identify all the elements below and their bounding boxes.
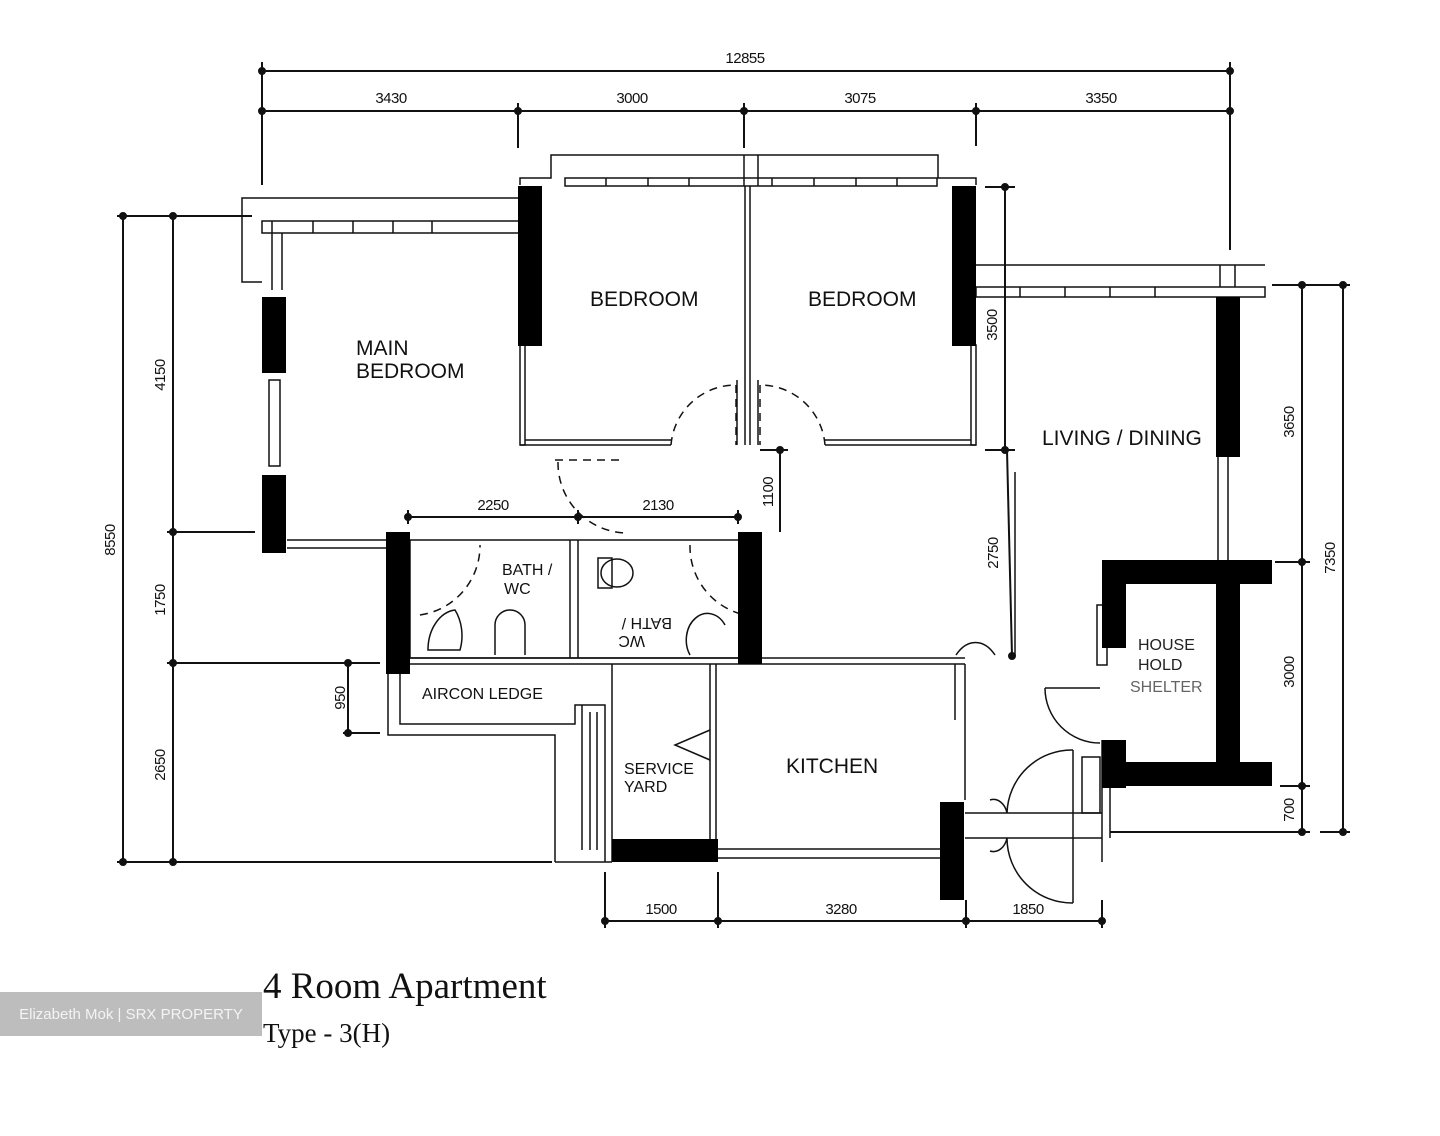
room-label-shelter-1: HOUSE: [1138, 637, 1195, 654]
room-label-bath-wc-1-line2: WC: [504, 581, 531, 598]
dim-corridor: 1100: [760, 477, 777, 507]
room-label-shelter-3: SHELTER: [1130, 679, 1203, 696]
left-dimension-lines: [117, 212, 552, 866]
room-label-aircon-ledge: AIRCON LEDGE: [422, 686, 543, 703]
room-label-main-bedroom-1: MAIN: [356, 337, 409, 360]
dim-top-seg-1: 3430: [375, 90, 407, 107]
dim-living-lower: 2750: [985, 537, 1002, 569]
dim-right-seg-1: 3650: [1281, 406, 1298, 438]
room-label-kitchen: KITCHEN: [786, 755, 878, 778]
room-label-bath-wc-2-line2: WC: [618, 632, 645, 649]
room-label-bedroom-1: BEDROOM: [590, 288, 699, 311]
dim-aircon-ledge-depth: 950: [332, 686, 349, 710]
room-label-living-dining: LIVING / DINING: [1042, 427, 1202, 450]
bottom-dimension-lines: [601, 872, 1106, 928]
watermark-banner: Elizabeth Mok | SRX PROPERTY: [0, 992, 262, 1036]
structural-walls: [262, 186, 1272, 900]
plan-title: 4 Room Apartment: [263, 966, 547, 1007]
dim-right-seg-2: 3000: [1281, 656, 1298, 688]
watermark-text: Elizabeth Mok | SRX PROPERTY: [19, 1005, 243, 1023]
dim-top-seg-4: 3350: [1085, 90, 1117, 107]
room-label-bedroom-2: BEDROOM: [808, 288, 917, 311]
dim-bedroom-depth: 3500: [984, 309, 1001, 341]
room-label-shelter-2: HOLD: [1138, 657, 1182, 674]
room-label-service-yard-1: SERVICE: [624, 761, 694, 778]
dim-top-total: 12855: [725, 50, 764, 67]
room-label-bath-wc-1-line1: BATH /: [502, 562, 553, 579]
right-dimension-lines: [1110, 281, 1350, 836]
dim-bottom-seg-1: 1500: [645, 901, 677, 918]
dim-right-total: 7350: [1322, 542, 1339, 574]
dim-right-seg-3: 700: [1281, 798, 1298, 822]
dim-bottom-seg-2: 3280: [825, 901, 857, 918]
door-swings: [419, 384, 1101, 904]
room-label-main-bedroom-2: BEDROOM: [356, 360, 465, 383]
dim-bath-width-2: 2130: [642, 497, 674, 514]
dim-top-seg-3: 3075: [844, 90, 876, 107]
dim-bath-width-1: 2250: [477, 497, 509, 514]
dim-top-seg-2: 3000: [616, 90, 648, 107]
dim-left-seg-1: 4150: [152, 359, 169, 391]
dim-left-total: 8550: [102, 524, 119, 556]
dim-left-seg-3: 2650: [152, 749, 169, 781]
top-dimension-lines: [258, 62, 1234, 250]
inner-dimension-lines: [404, 183, 1016, 660]
dim-left-seg-2: 1750: [152, 584, 169, 616]
dim-bottom-seg-3: 1850: [1012, 901, 1044, 918]
room-label-service-yard-2: YARD: [624, 779, 667, 796]
room-label-bath-wc-2-line1: BATH /: [621, 614, 672, 631]
plan-subtitle: Type - 3(H): [263, 1018, 391, 1048]
